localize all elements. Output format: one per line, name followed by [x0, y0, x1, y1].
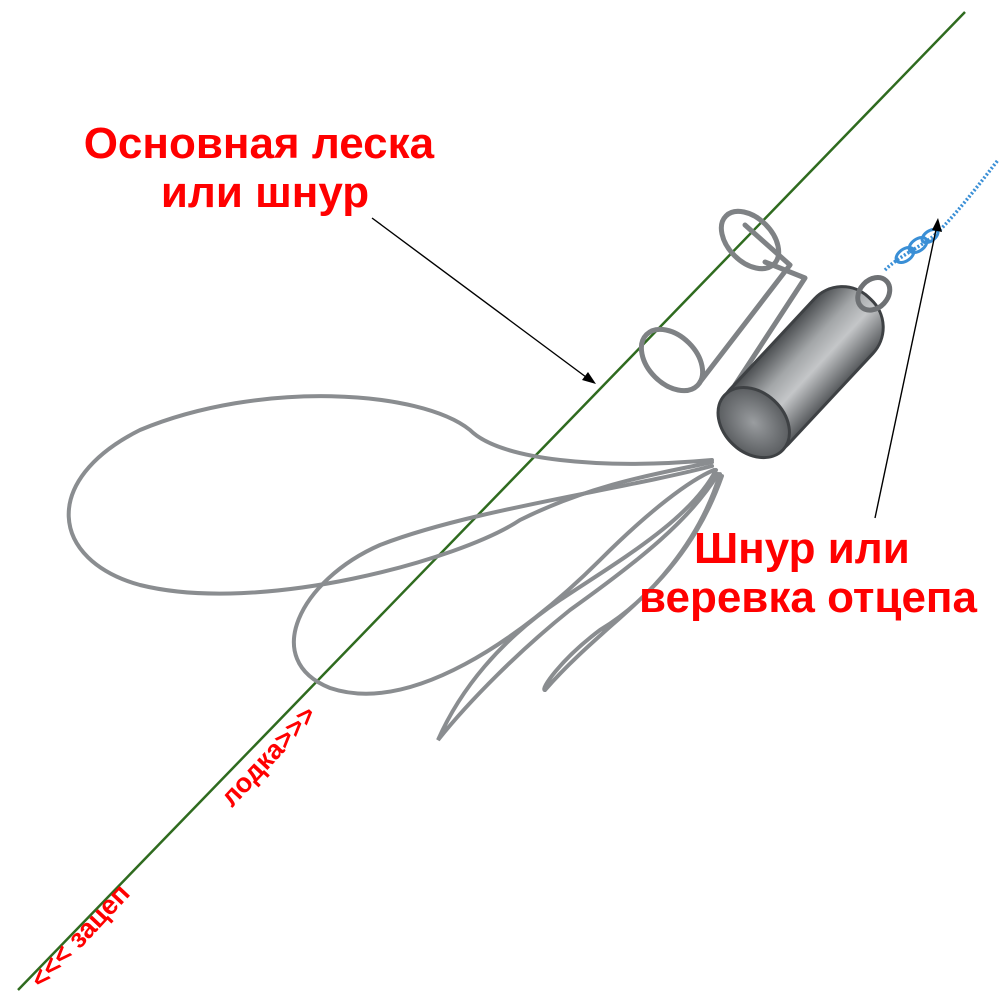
- label-main-line: Основная леска или шнур: [84, 119, 447, 217]
- pointer-main-line: [371, 217, 596, 384]
- label-to-boat: лодка>>>: [214, 700, 322, 813]
- label-release-cord-2: веревка отцепа: [639, 573, 977, 622]
- main-line: [17, 11, 966, 991]
- label-main-line-1: Основная леска: [84, 119, 435, 168]
- release-cord: [883, 158, 1000, 272]
- label-main-line-2: или шнур: [161, 168, 369, 217]
- lead-weight: [716, 275, 893, 460]
- label-release-cord-1: Шнур или: [694, 524, 910, 573]
- wire-loops: [66, 394, 724, 742]
- label-to-snag: <<< зацеп: [24, 878, 135, 994]
- wire-bracket: [638, 208, 808, 394]
- pointer-release-cord: [874, 218, 942, 519]
- label-release-cord: Шнур или веревка отцепа: [639, 524, 977, 622]
